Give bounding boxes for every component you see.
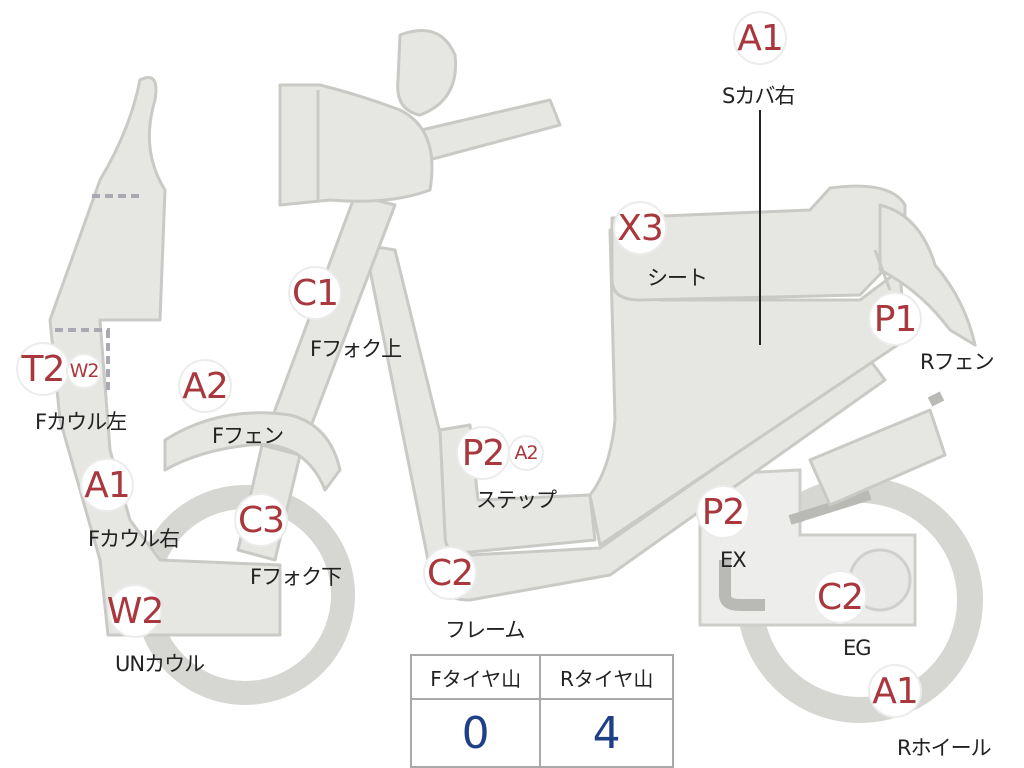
r-wheel-label: Rホイール: [897, 736, 992, 760]
rear-tire-header: Rタイヤ山: [539, 654, 674, 700]
seat-shape: [610, 184, 907, 302]
f-fork-upper-label: Fフォク上: [310, 337, 402, 361]
ex-label: EX: [720, 548, 747, 572]
s-cover-right-code: A1: [735, 13, 785, 63]
un-cowl-code: W2: [107, 586, 164, 636]
f-fork-upper-code: C1: [290, 268, 340, 318]
front-fender-shape: [163, 411, 342, 492]
eg-label: EG: [843, 636, 872, 660]
s-cover-right-label: Sカバ右: [722, 84, 795, 108]
f-cowl-right-label: Fカウル右: [88, 527, 180, 551]
front-tire-header: Fタイヤ山: [409, 654, 542, 700]
f-fender-code: A2: [180, 361, 230, 411]
eg-code: C2: [815, 572, 865, 622]
f-fork-lower-code: C3: [236, 495, 286, 545]
step-code2: A2: [510, 437, 542, 469]
f-cowl-right-code: A1: [82, 460, 132, 510]
f-fender-label: Fフェン: [212, 424, 284, 448]
rear-fender-shape: [878, 203, 977, 347]
frame-code: C2: [425, 548, 475, 598]
rear-tire-value: 4: [539, 698, 674, 768]
f-fork-lower-label: Fフォク下: [250, 565, 342, 589]
r-wheel-code: A1: [870, 666, 920, 716]
f-cowl-left-label: Fカウル左: [35, 410, 127, 434]
r-fender-code: P1: [870, 294, 920, 344]
f-cowl-left-code: T2: [18, 344, 68, 394]
tire-tread-table: Fタイヤ山 Rタイヤ山 0 4: [409, 654, 674, 768]
windshield-shape: [396, 29, 458, 117]
seat-code: X3: [615, 203, 665, 253]
step-code: P2: [458, 428, 508, 478]
r-fender-label: Rフェン: [920, 350, 995, 374]
exhaust-pipe-shape: [719, 560, 765, 611]
frame-label: フレーム: [445, 618, 525, 642]
ex-code: P2: [698, 487, 748, 537]
seat-label: シート: [647, 266, 708, 290]
rear-shock-shape: [808, 408, 947, 507]
f-cowl-left-code2: W2: [68, 355, 100, 387]
step-label: ステップ: [476, 488, 557, 512]
front-tire-value: 0: [409, 698, 542, 768]
un-cowl-label: UNカウル: [115, 652, 205, 676]
